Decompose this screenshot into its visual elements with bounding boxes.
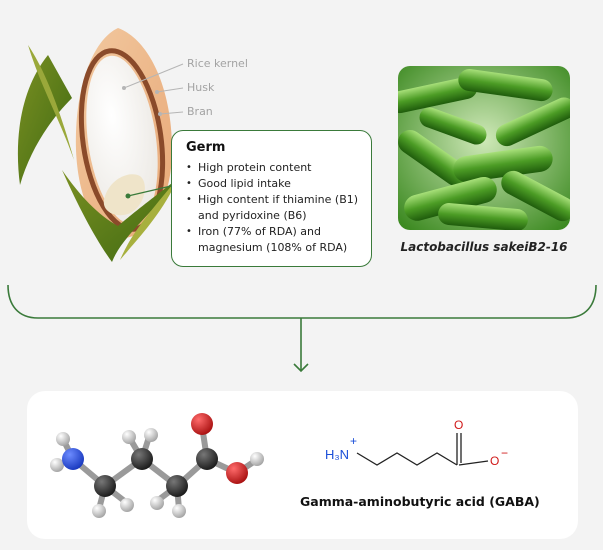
gaba-card [27,391,578,539]
formula-anion-charge: − [501,446,508,460]
formula-anion-o: O [490,454,499,468]
bacteria-caption: Lactobacillus sakeiB2-16 [400,240,568,254]
germ-list: High protein content Good lipid intake H… [186,160,361,256]
formula-carbonyl-o: O [454,418,463,432]
leaf-front [62,170,176,262]
germ-title: Germ [186,140,226,155]
rice-grain-illustration [17,28,184,262]
label-rice-kernel: Rice kernel [187,57,248,70]
germ-info-box: Germ High protein content Good lipid int… [171,130,372,267]
germ-item: Good lipid intake [186,176,361,192]
bran-ring [78,48,166,232]
gaba-name: Gamma-aminobutyric acid (GABA) [300,494,540,509]
germ-item: Iron (77% of RDA) and magnesium (108% of… [186,224,361,256]
bracket-arrow [7,284,597,373]
gaba-structural-formula: H₃N + O O − [325,418,508,468]
formula-amine: H₃N [325,447,349,462]
bacteria-image [398,66,570,230]
formula-amine-charge: + [350,434,357,448]
germ-item: High content if thiamine (B1) and pyrido… [186,192,361,224]
gaba-ball-and-stick-model [50,413,264,518]
germ-item: High protein content [186,160,361,176]
label-husk: Husk [187,81,215,94]
germ-shape [103,174,145,216]
label-bran: Bran [187,105,213,118]
leaf-left [17,55,73,185]
